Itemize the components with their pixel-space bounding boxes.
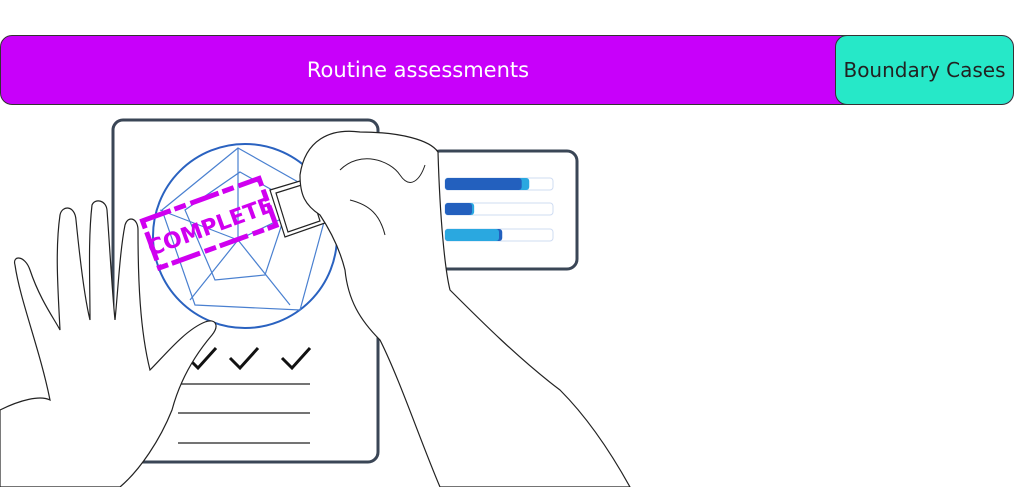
- text-lines: [178, 383, 310, 444]
- assessment-split-bar: Routine assessments Boundary Cases: [0, 35, 1014, 105]
- progress-fill-dark: [445, 203, 472, 215]
- left-hand: [0, 200, 217, 487]
- right-hand: [299, 130, 631, 487]
- routine-assessments-segment: Routine assessments: [306, 58, 530, 82]
- progress-fill-dark: [445, 178, 522, 190]
- progress-bars: [444, 177, 554, 242]
- progress-fill-light: [445, 229, 499, 241]
- boundary-cases-segment: Boundary Cases: [835, 36, 1013, 104]
